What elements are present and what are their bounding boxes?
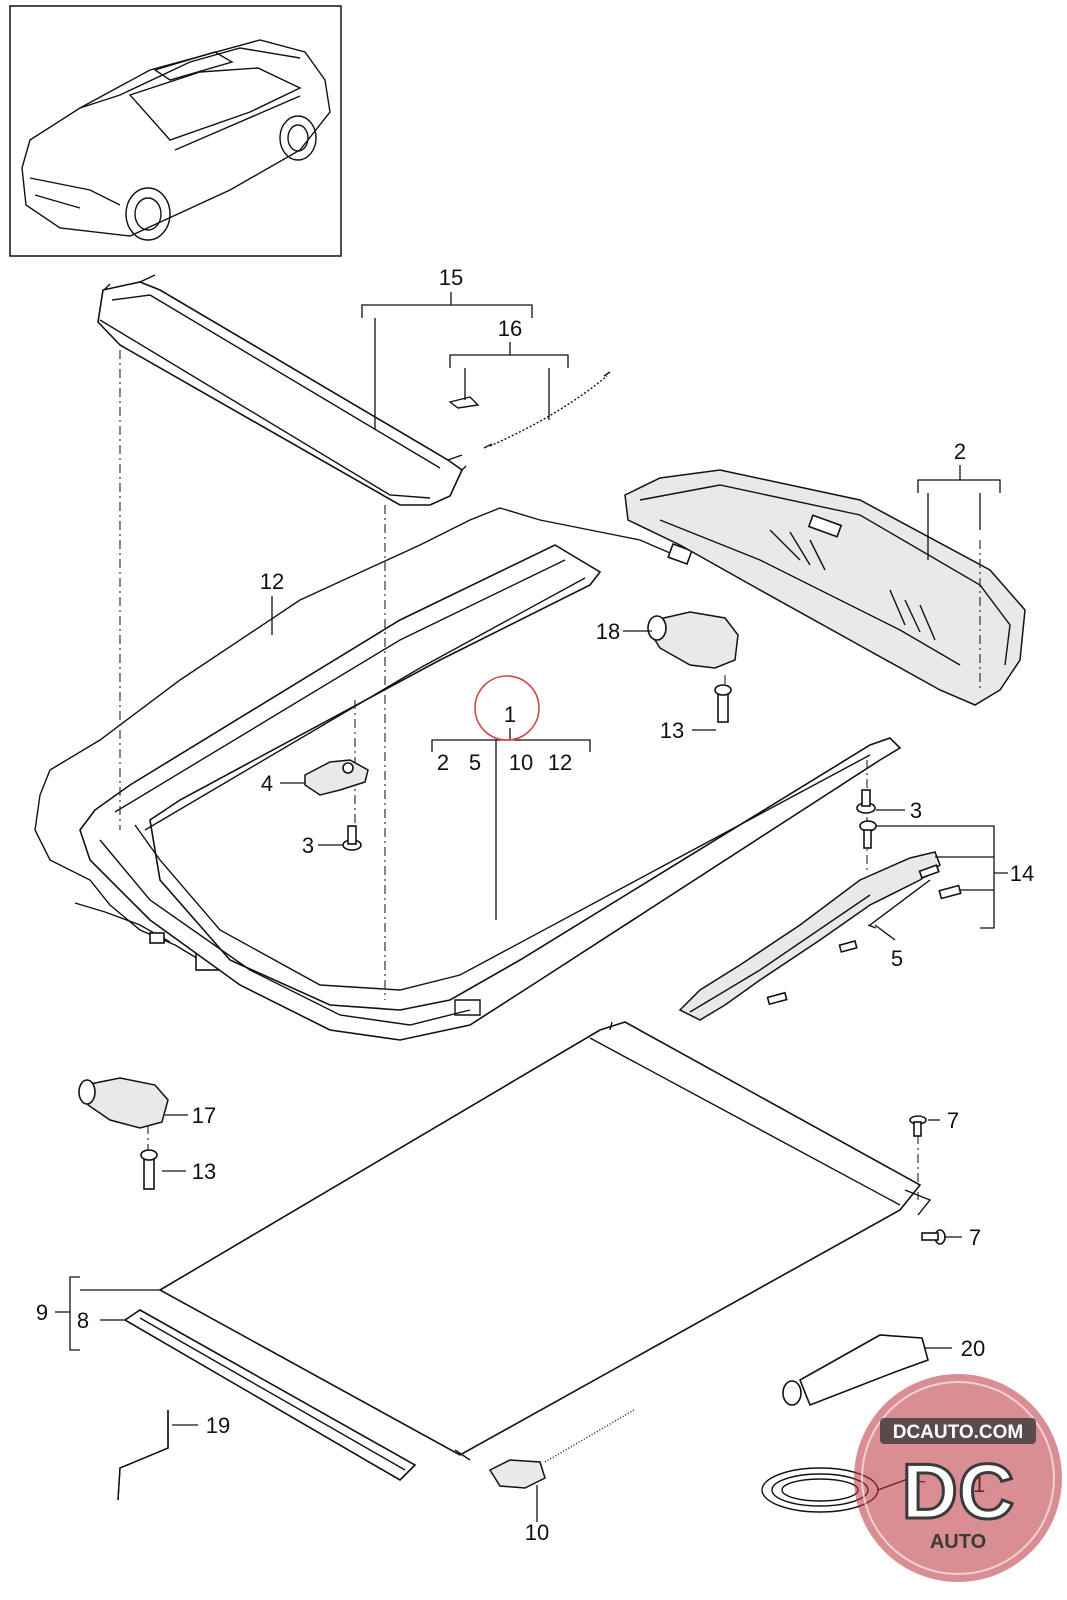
part-16-spring	[448, 371, 611, 449]
vehicle-inset	[9, 5, 342, 257]
callout-16: 16	[498, 316, 522, 341]
dcauto-watermark-logo: DCAUTO.COM DC AUTO	[854, 1374, 1062, 1582]
part-8-strip	[123, 1309, 417, 1482]
component-12: 12	[548, 750, 572, 775]
component-5: 5	[469, 750, 481, 775]
callout-labels: 15 16 2 12 18 1 13 4 3 3 14 5 17 13 7 7 …	[36, 265, 1034, 1545]
part-14-guide-mechanism	[678, 851, 962, 1021]
part-10-end-piece	[488, 1409, 635, 1489]
callout-3-left: 3	[302, 833, 314, 858]
callout-14: 14	[1010, 861, 1034, 886]
callout-1-highlight-circle	[474, 675, 540, 741]
part-17-motor	[78, 1077, 169, 1190]
callout-19: 19	[206, 1413, 230, 1438]
component-2: 2	[437, 750, 449, 775]
callout-3-right: 3	[910, 798, 922, 823]
callout-leaders	[55, 292, 1008, 1522]
part-2-rear-frame	[624, 469, 1026, 706]
callout-18: 18	[596, 619, 620, 644]
part-20-grease-tube	[782, 1334, 929, 1407]
callout-5: 5	[891, 946, 903, 971]
component-10: 10	[509, 750, 533, 775]
callout-9: 9	[36, 1300, 48, 1325]
callout-17: 17	[192, 1103, 216, 1128]
callout-20: 20	[961, 1336, 985, 1361]
callout-13-upper: 13	[660, 718, 684, 743]
callout-13-lower: 13	[192, 1159, 216, 1184]
part-1-sunroof-frame	[79, 544, 902, 1041]
watermark-letters: DC	[902, 1447, 1015, 1535]
callout-7-upper: 7	[947, 1108, 959, 1133]
part-7-screws	[909, 1115, 946, 1245]
callout-10: 10	[525, 1520, 549, 1545]
part-3-screws	[342, 789, 877, 851]
callout-15: 15	[439, 265, 463, 290]
part-9-sunblind	[158, 1021, 932, 1461]
part-19-crank	[117, 1410, 169, 1501]
callout-4: 4	[261, 771, 273, 796]
callout-2: 2	[954, 439, 966, 464]
watermark-line1: DCAUTO.COM	[893, 1422, 1024, 1443]
callout-12: 12	[260, 569, 284, 594]
callout-7-lower: 7	[969, 1225, 981, 1250]
part-4-bracket	[304, 759, 369, 796]
assembly-1-components: 2 5 10 12	[437, 750, 572, 775]
watermark-line2: AUTO	[930, 1531, 986, 1553]
callout-1: 1	[504, 702, 516, 727]
callout-8: 8	[77, 1308, 89, 1333]
part-18-motor	[647, 611, 739, 723]
part-15-deflector	[97, 274, 467, 506]
